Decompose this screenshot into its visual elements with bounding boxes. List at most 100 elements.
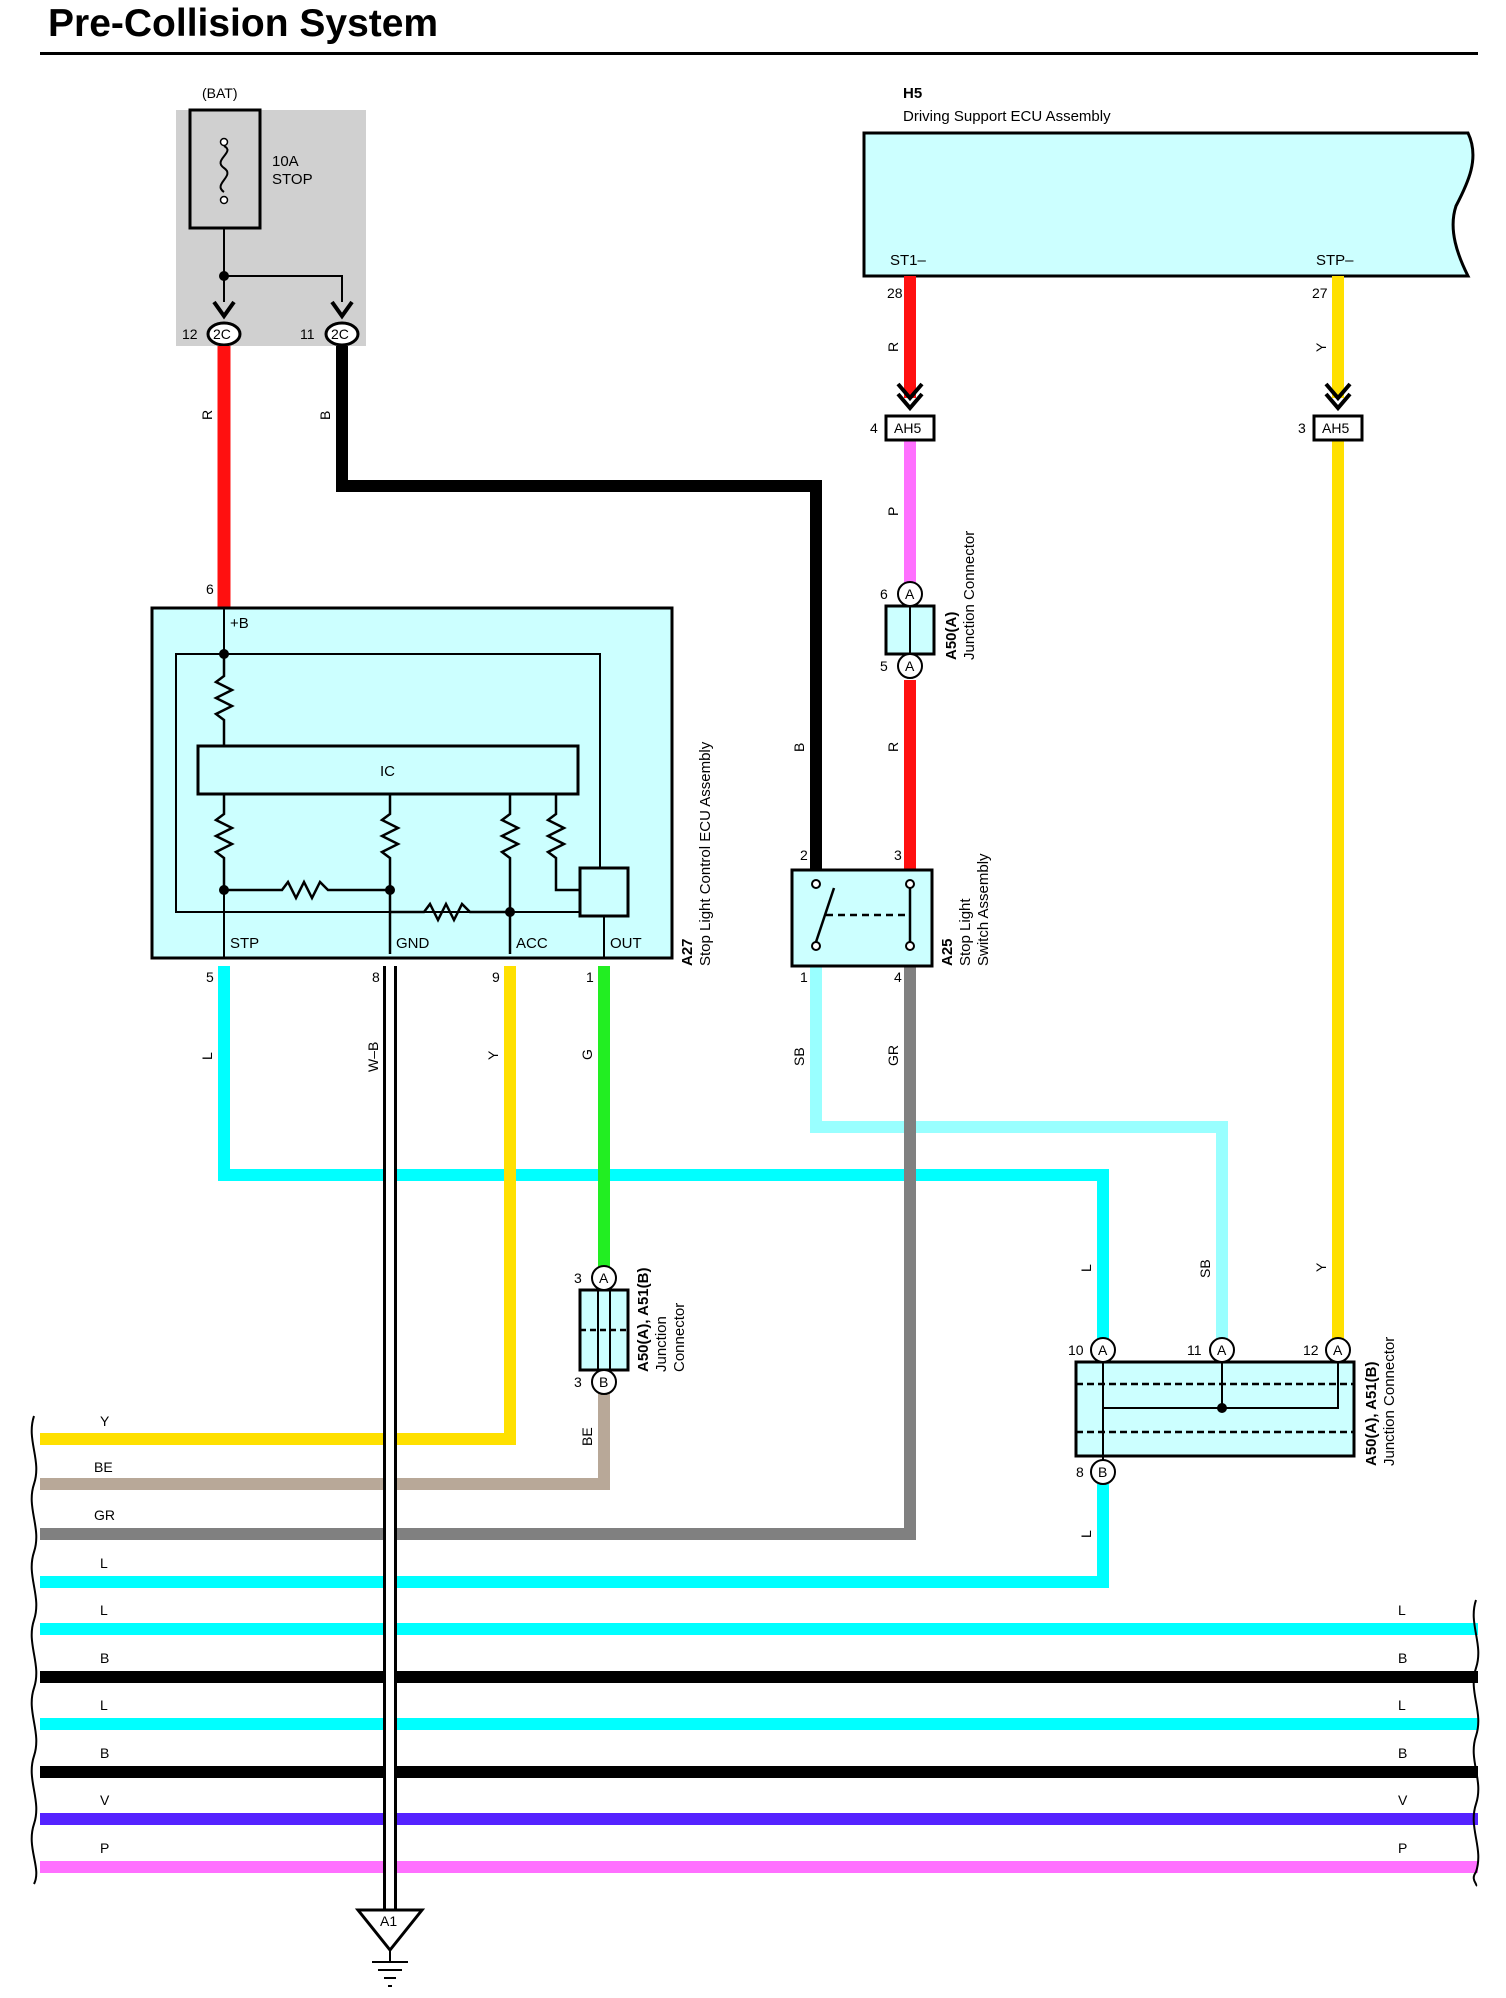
ah5-left-connector [884, 414, 936, 442]
connector-2c-right-label: 2C [331, 326, 349, 342]
resistor-icon [379, 794, 401, 954]
cut-mark-right [1472, 1599, 1480, 1887]
junction-mid-name-line2: Connector [671, 1303, 688, 1372]
a27-pin-9: 9 [492, 969, 500, 985]
wires [40, 276, 1478, 1910]
junction-a50-top-code: A50(A) [943, 612, 960, 660]
fuse-name: STOP [272, 171, 313, 188]
wire-label-r: R [885, 742, 901, 752]
h5-pin-28: 28 [887, 285, 903, 301]
page-title: Pre-Collision System [48, 2, 439, 45]
bus-label: GR [94, 1507, 115, 1523]
resistor-icon [545, 794, 580, 892]
wire-label-g: G [579, 1049, 595, 1060]
junction-right-letter: A [1098, 1342, 1108, 1358]
wire-label-p: P [885, 507, 901, 516]
wire-label-r: R [199, 410, 215, 420]
bus-label: L [1398, 1697, 1406, 1713]
wire-label-sb: SB [1197, 1259, 1213, 1278]
bus-label: P [1398, 1840, 1407, 1856]
junction-mid-name-line1: Junction [653, 1316, 670, 1372]
chevron-down-icon [1324, 382, 1352, 412]
connector-2c-right [324, 321, 360, 347]
junction-mid-pin-b [591, 1369, 617, 1395]
wire-be-jc [40, 1392, 610, 1490]
bus-labels-left: Y BE GR L L B L B V P [94, 1413, 115, 1856]
switch-blade [814, 887, 836, 943]
a27-terminal-stp: STP [230, 935, 259, 952]
junction-mid-code: A50(A), A51(B) [635, 1268, 652, 1372]
resistor-icon [213, 654, 235, 746]
h5-terminal-st1: ST1– [890, 252, 927, 269]
bus-label: L [100, 1697, 108, 1713]
a25-name-line2: Switch Assembly [975, 853, 992, 966]
ah5-connectors: AH5 AH5 4 3 [870, 382, 1364, 442]
junction-a50-top-name: Junction Connector [961, 531, 978, 660]
bus-label: P [100, 1840, 109, 1856]
a27-pin-1: 1 [586, 969, 594, 985]
a27-ic-block [196, 744, 580, 796]
junction-dot [1217, 1403, 1227, 1413]
bus-label: Y [100, 1413, 110, 1429]
a25-pin-2: 2 [800, 847, 808, 863]
a27-pin-8: 8 [372, 969, 380, 985]
wire-sb-sw [810, 966, 1228, 1344]
switch-contact [905, 941, 915, 951]
fuse-element-icon [219, 145, 229, 193]
bus-labels-right: L B L B V P [1398, 1602, 1408, 1856]
ah5-right-connector [1312, 414, 1364, 442]
a27-plus-b: +B [230, 615, 249, 632]
title-rule [40, 52, 1478, 55]
chevron-down-icon [896, 382, 924, 412]
a27-terminal-out: OUT [610, 935, 642, 952]
junction-dot [219, 885, 229, 895]
wire-label-y: Y [1313, 1262, 1329, 1272]
resistor-icon [499, 794, 521, 954]
wire-label-b: B [791, 743, 807, 752]
h5-ecu: H5 Driving Support ECU Assembly ST1– STP… [862, 85, 1475, 301]
wire-label-y: Y [485, 1050, 501, 1060]
junction-a50-top-pin-6: 6 [880, 586, 888, 602]
wire-label-l: L [199, 1052, 215, 1060]
junction-right-pin-8 [1090, 1459, 1116, 1485]
wire-label-b: B [317, 411, 333, 420]
a27-name: Stop Light Control ECU Assembly [697, 741, 714, 966]
switch-contact [811, 879, 821, 889]
junction-a50-top-letter: A [905, 658, 915, 674]
junction-mid-pin-a [591, 1265, 617, 1291]
connector-2c-left-label: 2C [213, 326, 231, 342]
fuse-source-label: (BAT) [202, 85, 238, 101]
junction-mid-letter-b: B [599, 1374, 608, 1390]
junction-right-name: Junction Connector [1381, 1337, 1398, 1466]
junction-a50-top-pin-b [897, 653, 923, 679]
fuse-element-dot [219, 137, 229, 147]
ground-triangle [354, 1908, 426, 1953]
h5-code: H5 [903, 85, 922, 102]
junction-right-pin-12 [1325, 1337, 1351, 1363]
junction-right-letter-b: B [1098, 1464, 1107, 1480]
a27-ic-label: IC [380, 763, 395, 780]
junction-right: A A A B 10 11 12 8 A50(A), A51(B) Juncti… [1068, 1337, 1398, 1485]
junction-a50-top: A A 6 5 A50(A) Junction Connector [880, 531, 978, 679]
bus-label: B [1398, 1745, 1407, 1761]
a25-switch: 2 3 1 4 A25 Stop Light Switch Assembly [790, 847, 992, 985]
wire-b-fuse [336, 346, 822, 870]
bus-label: B [100, 1650, 109, 1666]
switch-contact [905, 879, 915, 889]
h5-terminal-stp: STP– [1316, 252, 1354, 269]
a25-pin-1: 1 [800, 969, 808, 985]
junction-a50-top-letter: A [905, 586, 915, 602]
wire-label-gr: GR [885, 1045, 901, 1066]
connector-2c-left [206, 321, 242, 347]
cut-mark-left [30, 1415, 38, 1885]
fuse-block: (BAT) 10A STOP 2C 2C 12 11 [176, 85, 366, 347]
switch-contact [811, 941, 821, 951]
a27-output-block [578, 866, 630, 918]
a27-plus-b-pin: 6 [206, 581, 214, 597]
ah5-left-label: AH5 [894, 420, 921, 436]
a27-ecu: 6 +B IC STP GND ACC OUT 5 8 9 1 A27 Stop… [150, 581, 714, 985]
junction-mid: A B 3 3 A50(A), A51(B) Junction Connecto… [574, 1265, 688, 1395]
junction-mid-letter-a: A [599, 1270, 609, 1286]
bus-label: V [1398, 1792, 1408, 1808]
